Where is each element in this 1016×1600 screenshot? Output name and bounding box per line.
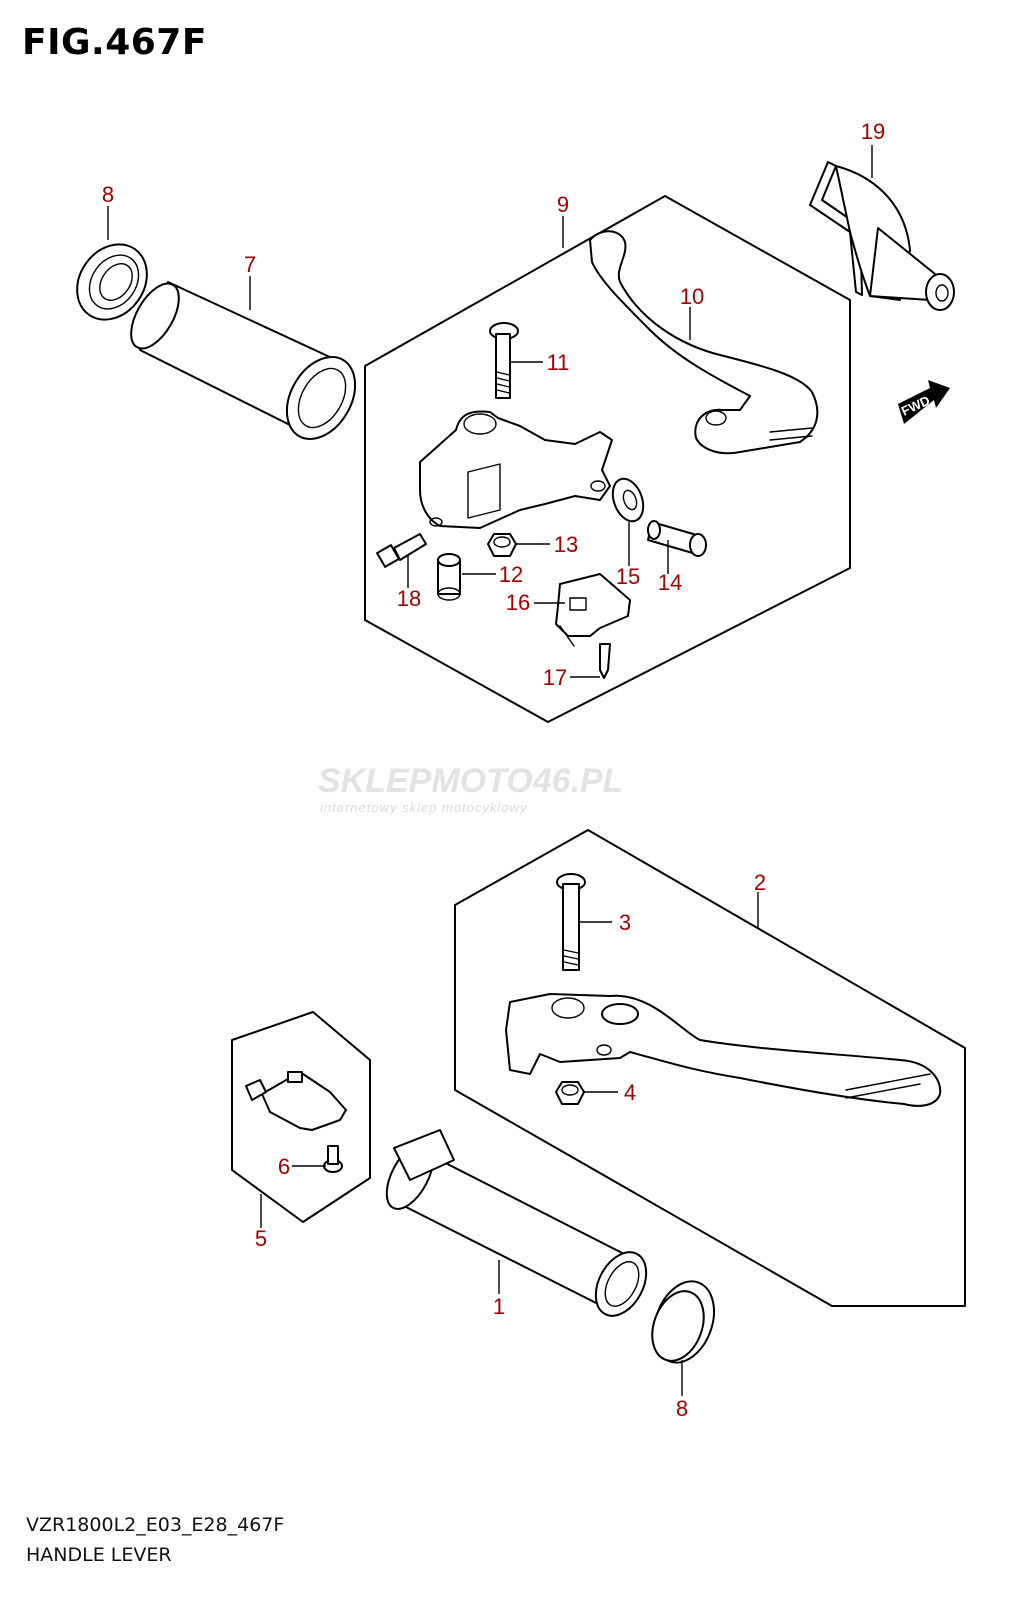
part-18-screw: [376, 533, 427, 568]
leader-lines: [107, 145, 873, 1396]
part-15-wheel: [611, 477, 645, 523]
callout-5: 5: [255, 1226, 267, 1251]
watermark-logo: SKLEPMOTO46.PL internetowy sklep motocyk…: [318, 762, 623, 815]
svg-text:SKLEPMOTO46.PL: SKLEPMOTO46.PL: [318, 762, 623, 800]
part-17-screw: [599, 643, 611, 679]
part-10-lever: [589, 230, 819, 455]
group-2-outline: [454, 829, 966, 1307]
callout-4: 4: [624, 1080, 636, 1105]
callout-15: 15: [616, 564, 640, 589]
callout-1: 1: [493, 1294, 505, 1319]
part-3-bolt: [556, 873, 586, 971]
callout-12: 12: [499, 562, 523, 587]
callout-3: 3: [619, 910, 631, 935]
part-13-nut: [487, 533, 517, 557]
part-6-screw: [323, 1145, 343, 1173]
part-2-lever: [505, 993, 942, 1107]
callout-14: 14: [658, 570, 682, 595]
part-9-bracket: [419, 410, 613, 529]
part-12-collar: [437, 553, 461, 601]
callout-17: 17: [543, 665, 567, 690]
callout-6: 6: [278, 1154, 290, 1179]
group-9-outline: [364, 195, 851, 723]
part-1-grip: [385, 1129, 648, 1317]
part-19-cover: [809, 161, 955, 311]
part-14-adjuster: [647, 520, 707, 557]
figure-name: HANDLE LEVER: [26, 1544, 172, 1566]
callout-2: 2: [754, 870, 766, 895]
callout-8a: 8: [102, 182, 114, 207]
callout-11: 11: [547, 350, 570, 375]
part-16-switch: [555, 573, 631, 647]
callout-9: 9: [557, 192, 569, 217]
part-5-switch: [245, 1071, 347, 1131]
callout-19: 19: [861, 119, 885, 144]
svg-text:internetowy sklep motocyklowy: internetowy sklep motocyklowy: [320, 800, 528, 815]
figure-code: VZR1800L2_E03_E28_467F: [26, 1514, 285, 1536]
callout-10: 10: [680, 284, 704, 309]
group-5-outline: [231, 1011, 371, 1223]
callout-7: 7: [244, 252, 256, 277]
callout-8b: 8: [676, 1396, 688, 1421]
part-8-cap: [651, 1280, 715, 1364]
fwd-arrow-icon: FWD: [898, 380, 950, 424]
callout-labels: 1 2 3 4 5 6 7 8 8 9 10 11 12 13 14 15 16…: [102, 119, 885, 1421]
figure-title: FIG.467F: [22, 22, 207, 63]
part-11-bolt: [489, 322, 519, 399]
part-7-grip: [130, 281, 357, 440]
callout-16: 16: [506, 590, 530, 615]
callout-13: 13: [554, 532, 578, 557]
svg-text:FWD: FWD: [899, 393, 932, 419]
part-8-ring: [76, 243, 148, 321]
part-4-nut: [555, 1081, 585, 1105]
callout-18: 18: [397, 586, 421, 611]
figure-footer: VZR1800L2_E03_E28_467F HANDLE LEVER: [26, 1510, 284, 1570]
